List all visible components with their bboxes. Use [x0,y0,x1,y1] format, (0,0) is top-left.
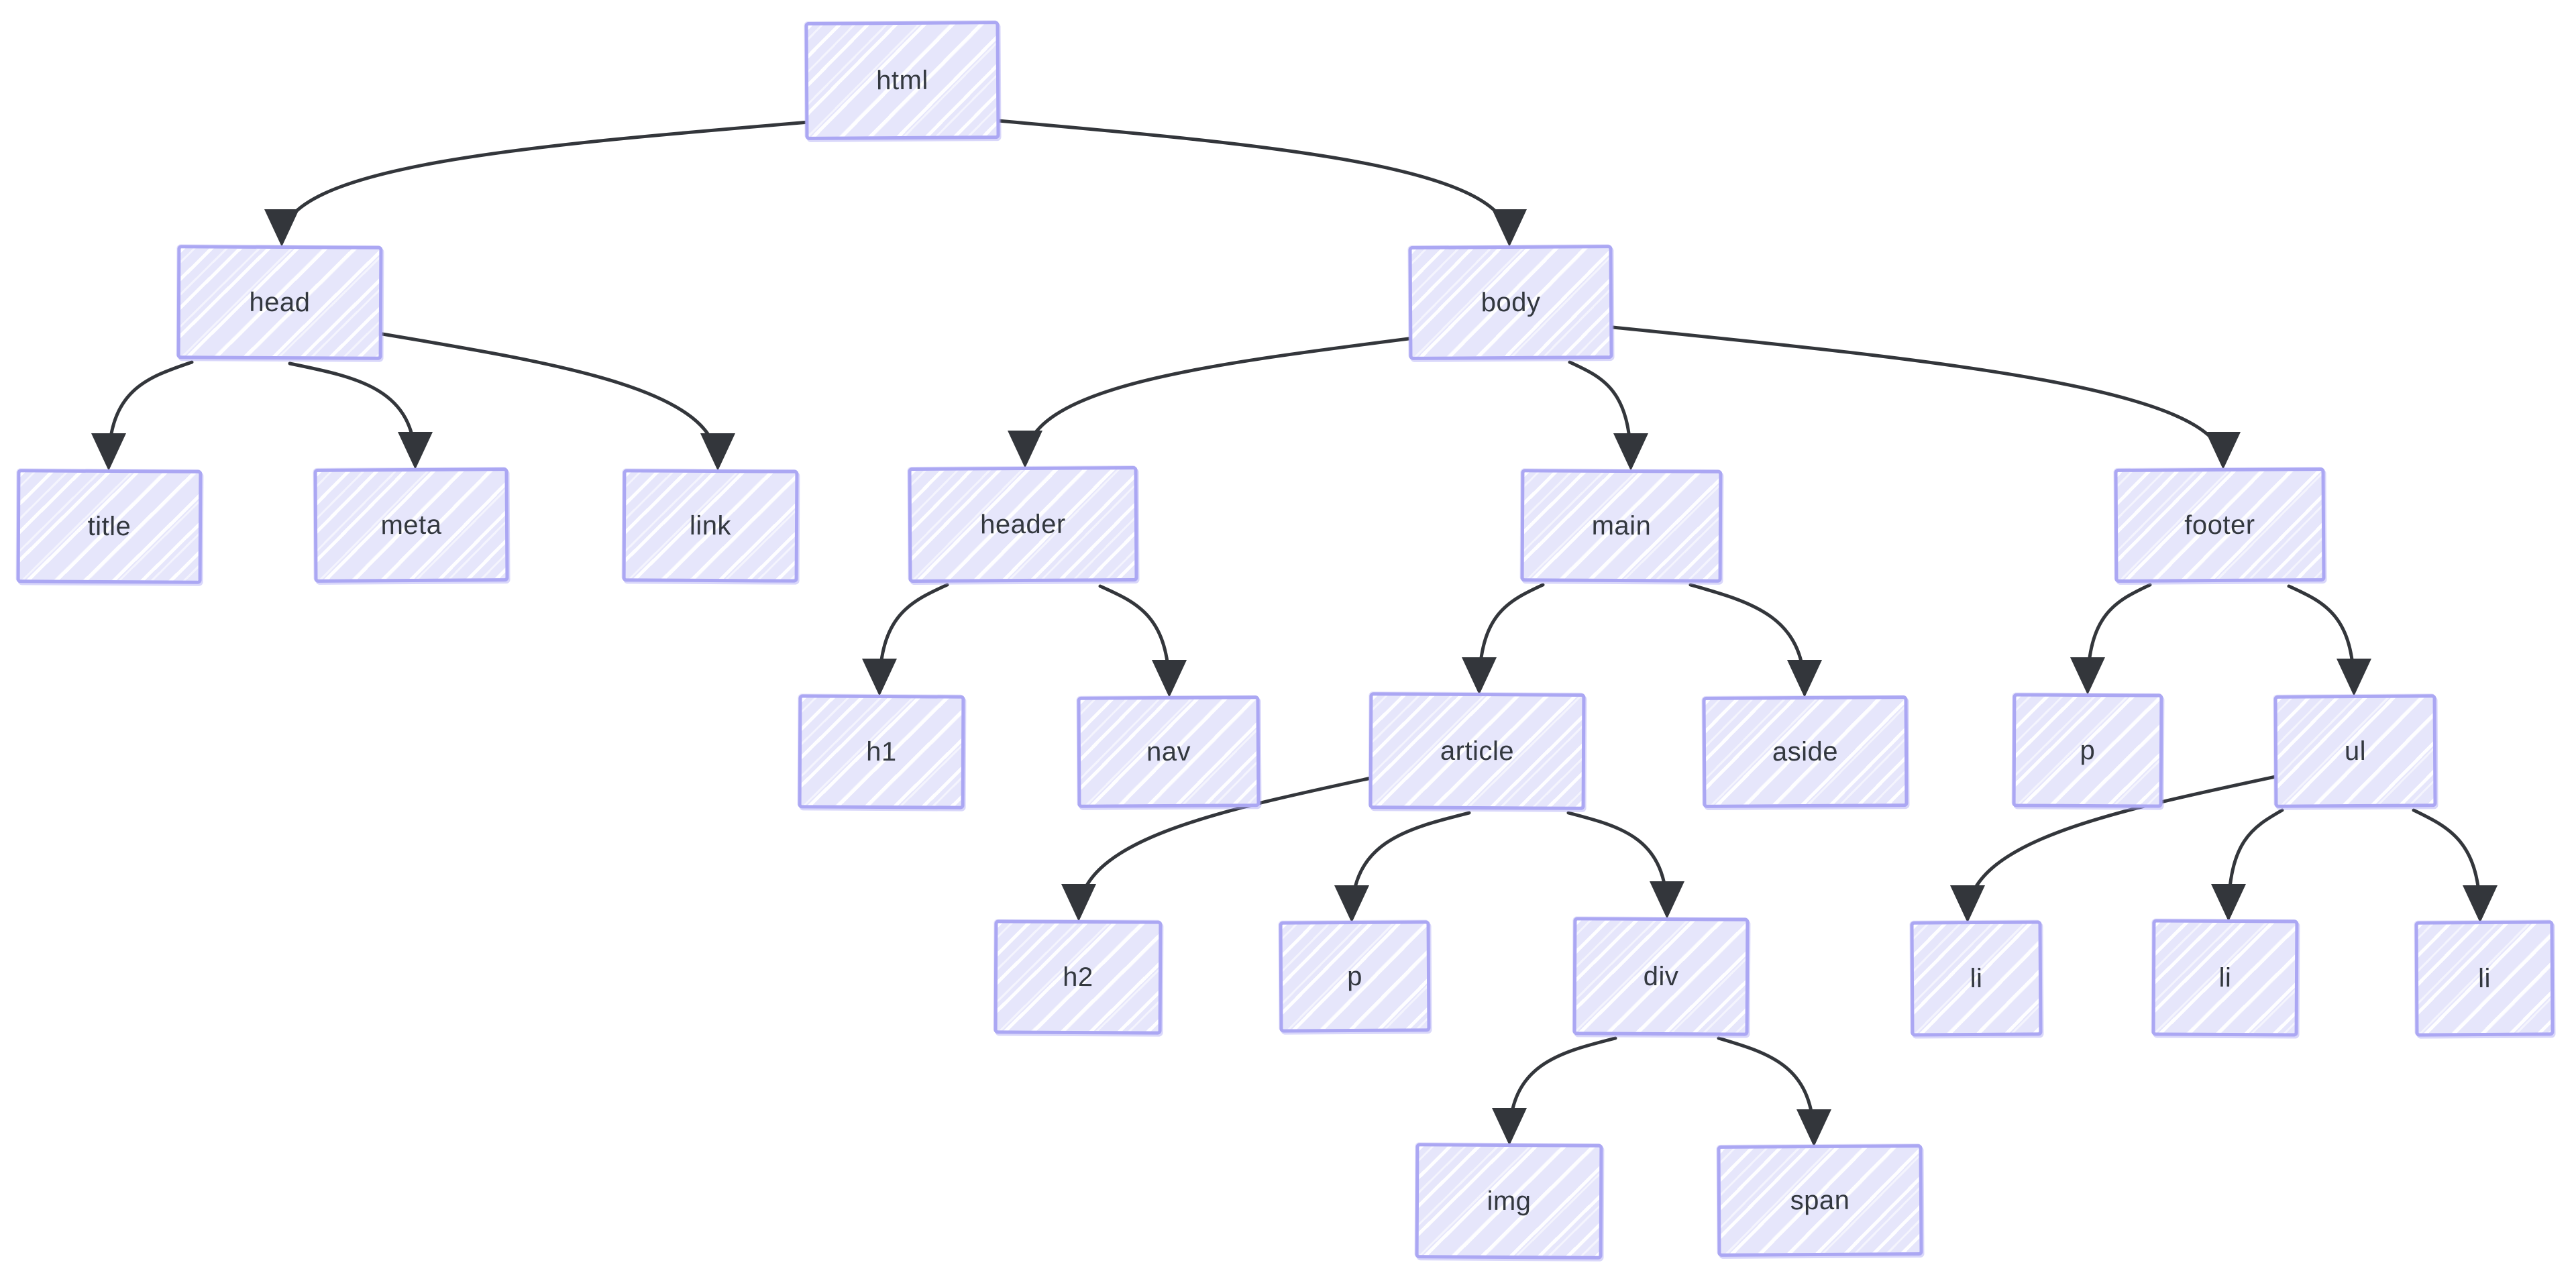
node-label-title: title [87,511,131,541]
node-label-span: span [1790,1185,1850,1215]
edge-head-to-meta [288,361,433,469]
node-main[interactable]: main [1520,469,1723,583]
edge-html-to-head [264,120,811,247]
node-label-li-2: li [2218,962,2232,993]
node-article[interactable]: article [1368,692,1586,810]
node-aside[interactable]: aside [1702,695,1909,808]
node-p-article[interactable]: p [1279,920,1431,1033]
node-title[interactable]: title [16,469,203,584]
node-label-aside: aside [1772,736,1839,767]
node-p-footer[interactable]: p [2012,693,2163,808]
edge-div-to-img [1492,1036,1617,1146]
node-label-nav: nav [1146,736,1191,767]
node-label-link: link [689,510,732,541]
node-ul[interactable]: ul [2273,694,2437,808]
edge-footer-to-p-footer [2070,583,2152,695]
edge-main-to-article [1462,583,1545,695]
node-label-p-article: p [1346,961,1363,991]
edge-article-to-div [1566,811,1684,919]
node-label-div: div [1643,961,1679,991]
node-label-li-1: li [1970,963,1983,993]
node-label-html: html [876,65,928,95]
node-span[interactable]: span [1717,1144,1923,1257]
node-label-li-3: li [2477,963,2491,993]
node-label-h2: h2 [1063,962,1093,992]
edge-ul-to-li-2 [2211,808,2284,922]
edge-body-to-main [1568,360,1648,471]
node-label-header: header [980,509,1066,539]
node-label-head: head [249,287,311,317]
node-label-ul: ul [2344,736,2367,766]
node-link[interactable]: link [622,469,799,583]
edge-header-to-h1 [862,583,949,696]
node-label-meta: meta [380,510,442,540]
node-html[interactable]: html [804,21,1000,140]
edge-body-to-footer [1611,325,2241,469]
node-label-img: img [1487,1186,1532,1216]
edge-main-to-aside [1688,583,1822,698]
edge-head-to-title [91,360,194,471]
edge-footer-to-ul [2287,584,2371,696]
node-li-3[interactable]: li [2414,920,2555,1037]
node-nav[interactable]: nav [1077,695,1260,808]
node-li-1[interactable]: li [1910,920,2043,1037]
node-div[interactable]: div [1572,917,1750,1036]
edge-body-to-header [1008,337,1411,468]
node-li-2[interactable]: li [2151,919,2299,1037]
edge-ul-to-li-3 [2412,808,2498,923]
node-header[interactable]: header [908,465,1138,583]
node-h1[interactable]: h1 [798,694,965,810]
edge-article-to-p-article [1334,811,1471,923]
node-head[interactable]: head [176,245,383,360]
node-label-footer: footer [2184,510,2255,540]
edge-html-to-body [996,119,1527,247]
node-label-h1: h1 [866,736,897,767]
node-footer[interactable]: footer [2114,467,2326,583]
node-body[interactable]: body [1408,245,1613,360]
edge-div-to-span [1717,1036,1831,1147]
edge-head-to-link [380,332,735,471]
node-img[interactable]: img [1415,1143,1603,1260]
node-label-p-footer: p [2080,735,2096,765]
node-meta[interactable]: meta [313,467,509,583]
edge-header-to-nav [1098,584,1187,698]
node-label-article: article [1440,736,1515,766]
node-label-main: main [1591,510,1652,541]
node-label-body: body [1481,287,1541,317]
node-h2[interactable]: h2 [994,920,1163,1035]
